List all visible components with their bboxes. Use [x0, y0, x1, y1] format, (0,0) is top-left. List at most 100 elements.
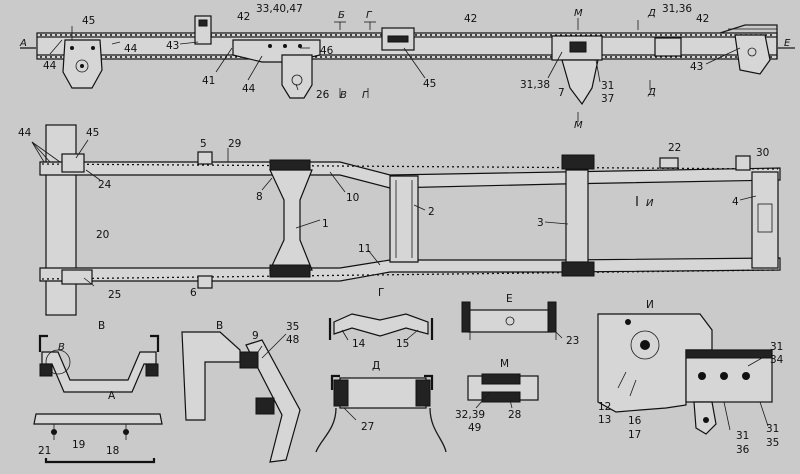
callout-43-front: 43	[690, 61, 703, 73]
callout-31-right: 31	[766, 423, 779, 435]
callout-42-c: 42	[696, 13, 709, 25]
callout-27: 27	[361, 421, 374, 433]
spring-hanger	[561, 59, 599, 106]
section-B-top: Б	[338, 10, 345, 21]
callout-13: 13	[598, 414, 611, 426]
callout-44-top-left: 44	[43, 60, 57, 72]
section-G-bottom: Г	[362, 90, 369, 101]
section-M-bottom: М	[574, 120, 583, 131]
callout-2: 2	[428, 206, 435, 218]
callout-18: 18	[106, 445, 119, 457]
plan-view-frame	[31, 124, 781, 316]
cross-member-strip-A	[33, 413, 163, 425]
bracket-31-36	[654, 37, 682, 57]
right-side-rail	[39, 257, 781, 282]
callout-19: 19	[72, 439, 85, 451]
callout-46: 46	[320, 45, 334, 57]
callout-10: 10	[346, 192, 359, 204]
callout-29: 29	[228, 138, 241, 150]
section-E-right: Е	[784, 38, 791, 49]
callout-36-bottom: 36	[736, 444, 750, 456]
callout-14: 14	[352, 338, 366, 350]
cross-member-1	[269, 169, 313, 271]
front-cross-member-4	[751, 171, 779, 269]
view-G	[328, 313, 434, 341]
spring-bracket-front	[281, 54, 313, 99]
bracket-plate-I	[597, 313, 713, 413]
callout-20: 20	[96, 229, 109, 241]
callout-35: 35	[286, 321, 299, 333]
callout-28: 28	[508, 409, 521, 421]
view-title-I: И	[646, 299, 654, 311]
callout-17: 17	[628, 429, 641, 441]
side-view-frame	[20, 15, 795, 122]
callout-7: 7	[558, 87, 565, 99]
view-B-section	[38, 334, 160, 393]
view-title-V: В	[216, 320, 223, 332]
callout-11: 11	[358, 243, 371, 255]
section-I-arrow: И	[646, 198, 654, 209]
view-D	[315, 374, 447, 453]
cross-member-D	[339, 377, 427, 409]
bracket-6	[197, 275, 213, 289]
callout-45-top: 45	[82, 15, 95, 27]
section-M-top: М	[574, 8, 583, 19]
cross-member-2	[389, 175, 419, 263]
callout-24: 24	[98, 179, 112, 191]
view-title-D: Д	[372, 360, 380, 372]
spring-leaf-V	[245, 339, 301, 463]
view-title-A: А	[108, 390, 116, 402]
callout-37: 37	[601, 93, 614, 105]
callout-42-b: 42	[464, 13, 477, 25]
callout-25: 25	[108, 289, 121, 301]
callout-34: 34	[770, 354, 784, 366]
bracket-24	[61, 153, 85, 173]
section-G-top: Г	[366, 10, 373, 21]
bracket-22	[659, 157, 679, 169]
left-side-rail	[39, 161, 781, 189]
callout-31-upper: 31	[770, 341, 783, 353]
bracket-5	[197, 151, 213, 165]
section-D-bottom: Д	[647, 87, 656, 98]
bracket-25	[61, 269, 93, 285]
callout-35-right: 35	[766, 437, 779, 449]
callout-48: 48	[286, 334, 299, 346]
callout-43-top: 43	[166, 40, 179, 52]
callout-45-b: 45	[423, 78, 436, 90]
callout-44-top-b: 44	[124, 43, 138, 55]
cross-member-E	[467, 309, 553, 333]
callout-8: 8	[256, 191, 263, 203]
callout-4: 4	[732, 196, 739, 208]
callout-21: 21	[38, 445, 51, 457]
callout-44-plan: 44	[18, 127, 32, 139]
view-title-B: В	[98, 320, 105, 332]
callout-15: 15	[396, 338, 409, 350]
callout-3: 3	[537, 217, 544, 229]
callout-9: 9	[252, 330, 259, 342]
callout-44-c: 44	[242, 83, 256, 95]
hanger-body	[181, 331, 241, 421]
view-A-strip	[33, 413, 163, 464]
cross-member-G	[333, 313, 429, 337]
section-B-bottom: В	[340, 90, 347, 101]
callout-45-plan: 45	[86, 127, 99, 139]
callout-12: 12	[598, 401, 611, 413]
cross-member-profile-B	[41, 351, 157, 393]
view-title-E: Е	[506, 293, 513, 305]
callout-49: 49	[468, 422, 481, 434]
callout-31-38: 31,38	[520, 79, 550, 91]
callout-31-bottom: 31	[736, 430, 749, 442]
detail-V-hanger	[181, 331, 301, 463]
view-E	[461, 301, 563, 340]
callout-16: 16	[628, 415, 642, 427]
cross-member-3	[565, 169, 589, 263]
front-end-bracket	[734, 34, 771, 75]
view-M	[467, 373, 539, 409]
callout-41: 41	[202, 75, 215, 87]
callout-23: 23	[566, 335, 579, 347]
section-D-top: Д	[647, 8, 656, 19]
callout-30: 30	[756, 147, 769, 159]
callout-33-40-47: 33,40,47	[256, 3, 303, 15]
